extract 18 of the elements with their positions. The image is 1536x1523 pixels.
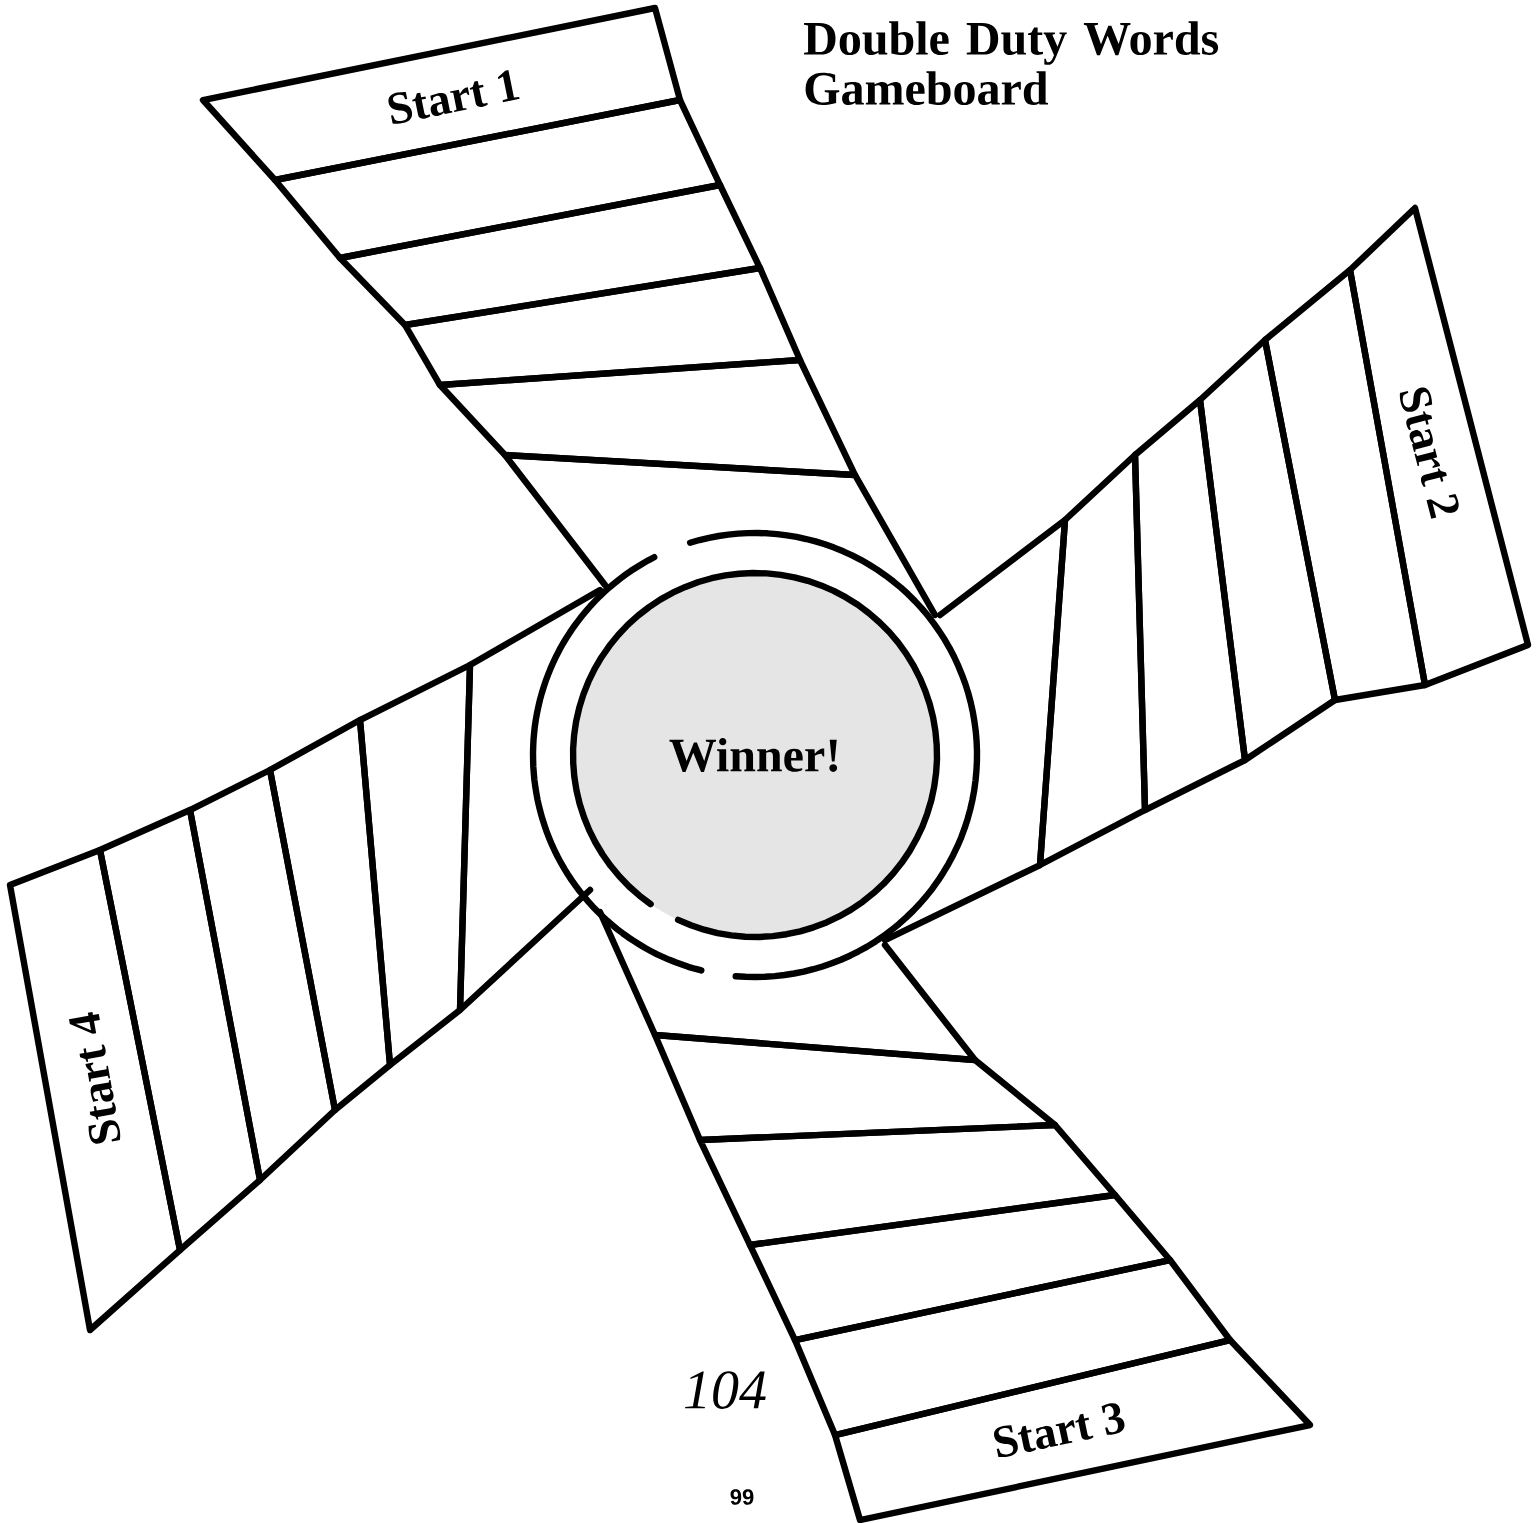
board-space bbox=[336, 181, 764, 329]
board-space bbox=[746, 1191, 1174, 1344]
title: Double Duty Words Gameboard bbox=[804, 21, 1219, 105]
board-space bbox=[186, 766, 339, 1184]
page-number: 99 bbox=[730, 1489, 754, 1505]
board-space bbox=[596, 908, 979, 1064]
start-space: Start 1 bbox=[199, 4, 684, 184]
board-space bbox=[1131, 396, 1249, 814]
start-space: Start 4 bbox=[6, 846, 184, 1334]
start-space: Start 2 bbox=[1346, 204, 1532, 689]
board-space bbox=[456, 586, 604, 1014]
board-space bbox=[266, 716, 394, 1114]
board-space bbox=[696, 1121, 1119, 1249]
board-space bbox=[1196, 336, 1339, 764]
board-space bbox=[881, 516, 1069, 944]
page-number: 104 bbox=[685, 1371, 766, 1409]
start-space: Start 3 bbox=[831, 1336, 1314, 1523]
board-space bbox=[501, 451, 939, 619]
